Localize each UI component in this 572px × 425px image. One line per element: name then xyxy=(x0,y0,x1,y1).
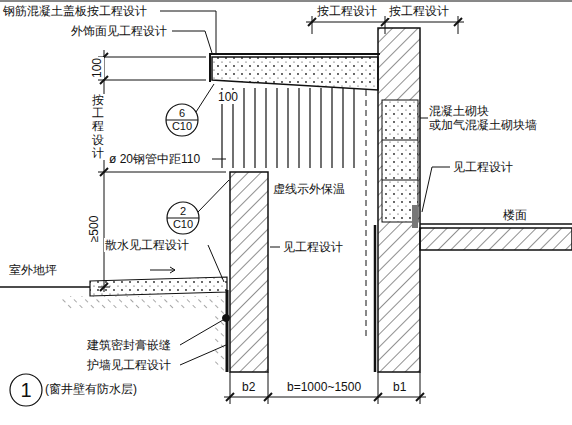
callout-number: 6 xyxy=(165,107,199,120)
ground-line xyxy=(0,286,90,288)
callout-text: 2C10 xyxy=(166,205,200,231)
floor-finish xyxy=(420,223,572,225)
callout-note: 外饰面见工程设计 xyxy=(70,24,168,38)
dimension: b2 xyxy=(241,380,256,394)
block-wall xyxy=(382,100,418,222)
steel-pipe xyxy=(353,88,354,168)
dimension: ≥500 xyxy=(87,215,101,244)
callout-note: 室外地坪 xyxy=(8,263,58,277)
steel-pipe xyxy=(287,88,288,168)
steel-pipes xyxy=(222,88,354,168)
floor-slab xyxy=(420,228,572,250)
bottom-dimension xyxy=(224,372,426,404)
steel-pipe xyxy=(331,88,332,168)
window-well-wall xyxy=(230,172,268,372)
steel-pipe xyxy=(276,88,277,168)
waterproof-layer xyxy=(374,225,377,372)
building-wall xyxy=(378,28,420,372)
steel-pipe xyxy=(243,88,244,168)
steel-pipe xyxy=(298,88,299,168)
cover-slab xyxy=(212,57,378,90)
callout-number: C10 xyxy=(165,120,199,133)
caption-note: (窗井壁有防水层) xyxy=(44,382,138,396)
steel-pipe xyxy=(254,88,255,168)
callout-note: ø 20钢管中距110 xyxy=(108,152,201,166)
dimension: 100 xyxy=(217,90,239,104)
callout-text: 6C10 xyxy=(165,107,199,133)
callout-note: 见工程设计 xyxy=(282,240,344,254)
callout-note: 护墙见工程设计 xyxy=(86,358,172,372)
callout-note: 混凝土砌块 或加气混凝土砌块墙 xyxy=(428,104,552,132)
steel-pipe xyxy=(320,88,321,168)
callout-text: 1 xyxy=(9,379,43,401)
leader-lines xyxy=(160,11,450,365)
steel-pipe xyxy=(342,88,343,168)
finish-layer xyxy=(210,54,380,82)
callout-note: 虚线示外保温 xyxy=(272,182,346,196)
callout-note: 散水见工程设计 xyxy=(104,238,190,252)
callout-note: 楼面 xyxy=(502,208,528,222)
dimension: 100 xyxy=(90,57,104,79)
dimension: 按工程设计 xyxy=(316,4,378,18)
frame-line xyxy=(0,1,572,2)
dimension: b1 xyxy=(392,380,407,394)
callout-circle: 2C10 xyxy=(166,201,200,235)
callout-circle: 6C10 xyxy=(165,103,199,137)
dimension: b=1000~1500 xyxy=(286,380,362,394)
dimension: 按工程设计 xyxy=(388,4,450,18)
apron xyxy=(90,277,227,296)
callout-circle: 1 xyxy=(9,373,43,407)
callout-number: 1 xyxy=(9,379,43,401)
callout-note: 见工程设计 xyxy=(452,160,514,174)
dimension: 按工程设计 xyxy=(91,94,105,160)
earth xyxy=(60,296,227,310)
steel-pipe xyxy=(309,88,310,168)
insulation-line xyxy=(366,90,367,340)
steel-pipe xyxy=(265,88,266,168)
title-note: 钢筋混凝土盖板按工程设计 xyxy=(2,4,148,18)
callout-note: 建筑密封膏嵌缝 xyxy=(86,338,172,352)
left-dimension xyxy=(98,50,226,292)
callout-number: C10 xyxy=(166,218,200,231)
callout-number: 2 xyxy=(166,205,200,218)
